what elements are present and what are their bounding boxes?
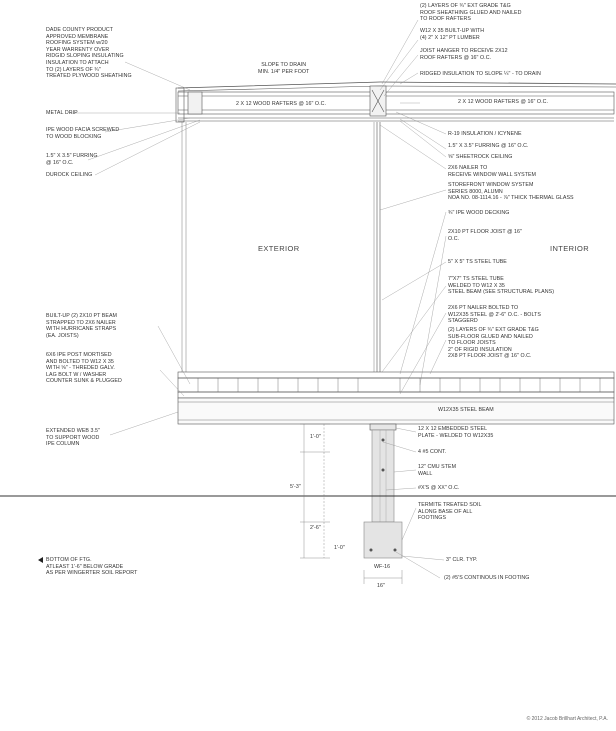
- interior-label: INTERIOR: [550, 244, 590, 253]
- dim-2ft6: 2'-6": [310, 525, 321, 531]
- note-membrane-roofing: DADE COUNTY PRODUCT APPROVED MEMBRANE RO…: [46, 27, 132, 80]
- note-furring-right: 1.5" X 3.5" FURRING @ 16" O.C.: [448, 143, 529, 149]
- note-rebar-oc: #X'S @ XX" O.C.: [418, 485, 460, 491]
- note-built-up-beam: BUILT-UP (2) 2X10 PT BEAM STRAPPED TO 2X…: [46, 313, 118, 339]
- rafters-label-left: 2 X 12 WOOD RAFTERS @ 16" O.C.: [236, 101, 326, 107]
- note-ipe-post: 6X6 IPE POST MORTISED AND BOLTED TO W12 …: [46, 352, 122, 385]
- cmu-stem-wall: [371, 429, 395, 523]
- note-durock-ceiling: DUROCK CEILING: [46, 172, 93, 178]
- note-storefront: STOREFRONT WINDOW SYSTEM SERIES 8000, AL…: [448, 182, 574, 202]
- bottom-footing-marker-icon: [38, 557, 43, 563]
- note-sub-floor: (2) LAYERS OF ¾" EXT GRADE T&G SUB-FLOOR…: [448, 327, 539, 360]
- note-sheetrock: ⅝" SHEETROCK CEILING: [448, 154, 513, 160]
- note-bottom-footing: BOTTOM OF FTG. ATLEAST 1'-6" BELOW GRADE…: [46, 557, 138, 577]
- note-w12-built-up: W12 X 35 BUILT-UP WITH (4) 2" X 12" PT L…: [420, 28, 485, 41]
- concrete-footing: [363, 521, 403, 559]
- note-r19-insulation: R-19 INSULATION / ICYNENE: [448, 131, 522, 137]
- steel-beam-label: W12X35 STEEL BEAM: [438, 407, 494, 413]
- dim-5ft3: 5'-3": [290, 484, 301, 490]
- note-ridged-insulation: RIDGED INSULATION TO SLOPE ¼" - TO DRAIN: [420, 71, 541, 77]
- roof-sheathing-line: [177, 85, 616, 92]
- w12-steel-beam: [177, 397, 615, 425]
- note-joist-hanger: JOIST HANGER TO RECEIVE 2X12 ROOF RAFTER…: [420, 48, 508, 61]
- embedded-plate: [369, 423, 397, 431]
- note-cmu-stem: 12" CMU STEM WALL: [418, 464, 457, 477]
- exterior-label: EXTERIOR: [258, 244, 300, 253]
- wf-label: WF-16: [374, 564, 391, 570]
- roof-rafter-zone: [177, 91, 615, 115]
- note-roof-sheathing: (2) LAYERS OF ¾" EXT GRADE T&G ROOF SHEA…: [420, 3, 522, 23]
- footing-width-label: 16": [377, 583, 385, 589]
- note-clearance: 3" CLR. TYP.: [446, 557, 478, 563]
- facia-board: [175, 87, 185, 123]
- note-rebar-cont: 4 #5 CONT.: [418, 449, 447, 455]
- note-extended-web: EXTENDED WEB 3.5" TO SUPPORT WOOD IPE CO…: [46, 428, 100, 448]
- dim-1ft-b: 1'-0": [334, 545, 345, 551]
- slope-label: SLOPE TO DRAIN MIN. 1/4" PER FOOT: [258, 62, 310, 75]
- note-termite-soil: TERMITE TREATED SOIL ALONG BASE OF ALL F…: [418, 502, 482, 522]
- note-pt-nailer: 2X6 PT NAILER BOLTED TO W12X35 STEEL @ 2…: [448, 305, 541, 325]
- note-floor-joist: 2X10 PT FLOOR JOIST @ 16" O.C.: [448, 229, 522, 242]
- roof-membrane-line: [177, 81, 616, 89]
- note-7x7-tube: 7"X7" TS STEEL TUBE WELDED TO W12 X 35 S…: [448, 276, 555, 296]
- note-embedded-plate: 12 X 12 EMBEDDED STEEL PLATE - WELDED TO…: [418, 426, 494, 439]
- decking: [177, 371, 615, 379]
- note-metal-drip: METAL DRIP: [46, 110, 78, 116]
- note-ipe-decking: ¾" IPE WOOD DECKING: [448, 210, 510, 216]
- rafters-label-right: 2 X 12 WOOD RAFTERS @ 16" O.C.: [458, 99, 548, 105]
- note-furring-left: 1.5" X 3.5" FURRING @ 16" O.C.: [46, 153, 98, 166]
- note-ipe-facia: IPE WOOD FACIA SCREWED TO WOOD BLOCKING: [46, 127, 120, 140]
- note-footing-rebar: (2) #5'S CONTINOUS IN FOOTING: [444, 575, 530, 581]
- dim-1ft: 1'-0": [310, 434, 321, 440]
- note-2x6-nailer: 2X6 NAILER TO RECEIVE WINDOW WALL SYSTEM: [448, 165, 537, 178]
- copyright-text: © 2012 Jacob Brillhart Architect, P.A.: [526, 716, 608, 722]
- note-5x5-tube: 5" X 5" TS STEEL TUBE: [448, 259, 507, 265]
